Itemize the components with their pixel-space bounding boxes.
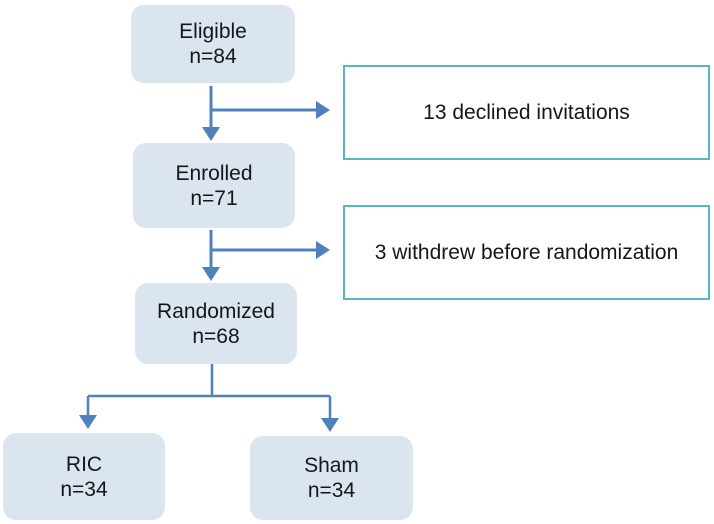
- node-ric-count: n=34: [60, 477, 108, 501]
- node-eligible: Eligible n=84: [131, 5, 295, 83]
- node-randomized-count: n=68: [192, 324, 240, 348]
- node-enrolled: Enrolled n=71: [133, 143, 295, 228]
- arrow-eligible-to-declined-note: [211, 101, 330, 119]
- node-eligible-count: n=84: [189, 45, 237, 68]
- node-randomized-label: Randomized: [157, 299, 275, 323]
- side-note-declined-text: 13 declined invitations: [423, 100, 630, 124]
- arrow-enrolled-to-randomized: [202, 230, 220, 281]
- node-sham-count: n=34: [307, 479, 356, 502]
- node-ric-label: RIC: [65, 452, 103, 476]
- arrow-randomized-branch: [79, 364, 339, 432]
- node-sham-label: Sham: [304, 454, 359, 477]
- node-enrolled-count: n=71: [190, 186, 238, 210]
- side-note-withdrew: 3 withdrew before randomization: [343, 205, 710, 300]
- node-randomized: Randomized n=68: [135, 283, 297, 364]
- arrow-enrolled-to-withdrew-note: [211, 241, 330, 259]
- node-sham: Sham n=34: [250, 436, 413, 520]
- node-enrolled-label: Enrolled: [175, 161, 253, 185]
- arrow-eligible-to-enrolled: [202, 86, 220, 141]
- node-ric: RIC n=34: [3, 433, 165, 520]
- node-eligible-label: Eligible: [179, 20, 247, 43]
- side-note-withdrew-text: 3 withdrew before randomization: [374, 240, 679, 264]
- side-note-declined: 13 declined invitations: [343, 65, 710, 160]
